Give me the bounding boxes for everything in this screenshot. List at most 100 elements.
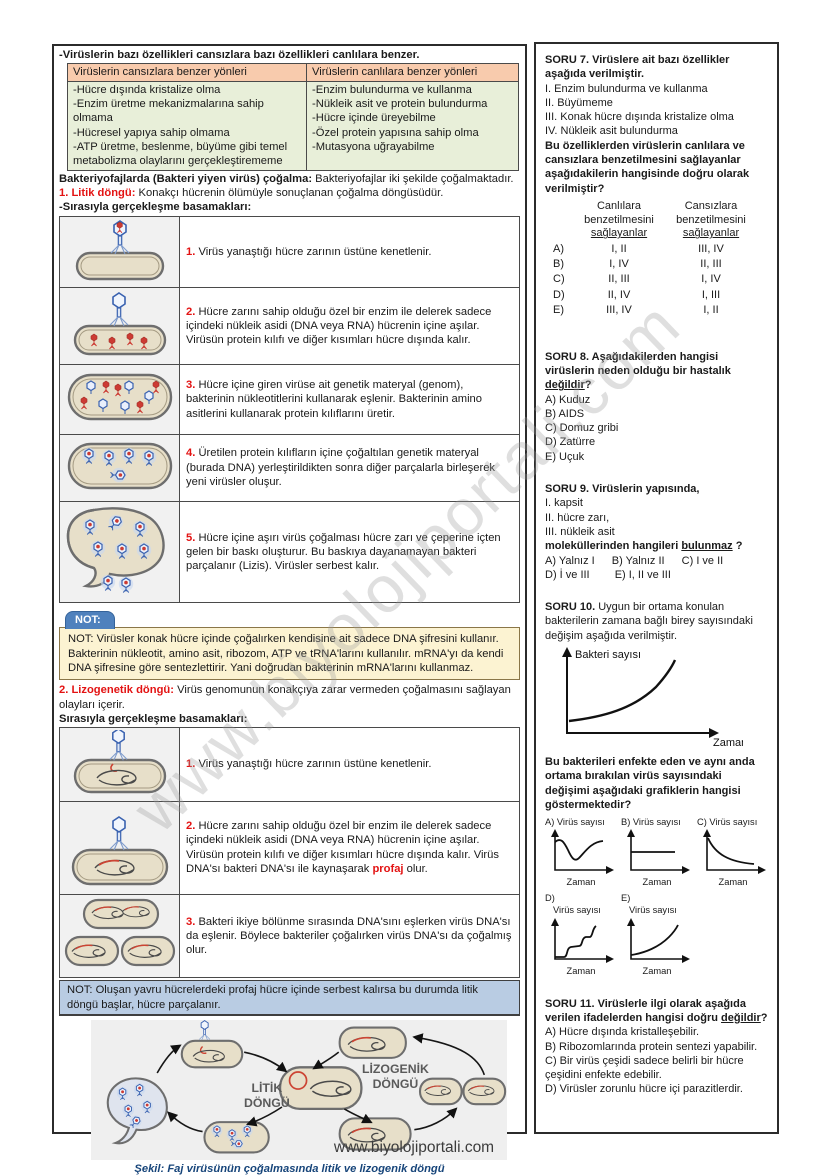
lizo-step2-text: 2. Hücre zarını sahip olduğu özel bir en… (179, 800, 520, 895)
question-11-title: SORU 11. Virüslerle ilgi olarak aşağıda … (545, 997, 768, 1024)
option: E) I, II ve III (614, 568, 671, 581)
graph-x-label: Zaman (713, 737, 743, 749)
answer-col2-header: Cansızlara benzetilmesini sağlayanlar (676, 199, 746, 240)
lizo-step3-text: 3. Bakteri ikiye bölünme sırasında DNA's… (179, 893, 520, 979)
option: A) Kuduz (545, 393, 591, 406)
comparison-cell-living: -Enzim bulundurma ve kullanma -Nükleik a… (306, 80, 519, 171)
question-10: SORU 10. Uygun bir ortama konulan bakter… (545, 600, 768, 976)
litik-step1-text: 1. Virüs yanaştığı hücre zarının üstüne … (179, 215, 520, 288)
option: C) Domuz gribi (545, 422, 619, 435)
table-row: 3. Bakteri ikiye bölünme sırasında DNA's… (59, 893, 520, 979)
list-item: II. Büyümeme (545, 96, 613, 109)
list-item: -Mutasyona uğrayabilme (312, 140, 435, 153)
litik-step2-image-cell (59, 286, 180, 366)
litik-step4-image-cell (59, 433, 180, 502)
curve-dip-recover (551, 829, 614, 875)
litik-step4-text: 4. Üretilen protein kılıfların içine çoğ… (179, 433, 520, 502)
option-graph-B: B) Virüs sayısı Zaman (621, 816, 693, 888)
curve-decay (703, 829, 766, 875)
question-9-stem: moleküllerinden hangileri bulunmaz ? (545, 540, 743, 553)
question-8-title: SORU 8. Aşağıdakilerden hangisi virüsler… (545, 350, 731, 392)
phage-attach-dna-illustration (73, 728, 166, 794)
curve-flat (627, 829, 690, 875)
bacteriophage-intro: Bakteriyofajlarda (Bakteri yiyen virüs) … (59, 172, 514, 185)
option: B) Yalnız II (611, 554, 665, 567)
list-item: -Hücresel yapıya sahip olmama (73, 126, 230, 139)
option: A) Hücre dışında kristalleşebilir. (545, 1026, 700, 1039)
comparison-header-nonliving: Virüslerin cansızlara benzer yönleri (66, 63, 308, 82)
question-10-title: SORU 10. Uygun bir ortama konulan bakter… (545, 601, 753, 642)
list-item: -Enzim üretme mekanizmalarına sahip olma… (73, 97, 264, 125)
litik-cycle-label-line1: LİTİK (252, 1080, 283, 1095)
bacteria-growth-graph: Bakteri sayısı Zaman (562, 647, 743, 749)
litik-step1-image-cell (59, 215, 180, 288)
table-row: 3. Hücre içine giren virüse ait genetik … (59, 364, 520, 435)
table-row: 1. Virüs yanaştığı hücre zarının üstüne … (59, 727, 520, 802)
list-item: IV. Nükleik asit bulundurma (545, 125, 678, 138)
option: B) AIDS (545, 407, 585, 420)
question-9-title: SORU 9. Virüslerin yapısında, (545, 483, 700, 496)
site-footer: www.biyolojiportali.com (333, 1139, 495, 1156)
cell-division-illustration (64, 898, 175, 967)
answer-col1-header: Canlılara benzetilmesini sağlayanlar (584, 199, 654, 240)
options-row: A) Yalnız I B) Yalnız II C) I ve II (545, 554, 768, 568)
question-8: SORU 8. Aşağıdakilerden hangisi virüsler… (545, 350, 768, 464)
question-9: SORU 9. Virüslerin yapısında, I. kapsit … (545, 482, 768, 582)
table-row: 2. Hücre zarını sahip olduğu özel bir en… (59, 800, 520, 895)
litik-lizogenik-cycle-figure: LİTİK DÖNGÜ LİZOGENİK DÖNGÜ (106, 1020, 507, 1154)
lizogenik-cycle-label-line2: DÖNGÜ (373, 1076, 419, 1091)
option: D) İ ve III (545, 568, 590, 581)
options-graph-row-1: A) Virüs sayısı Zaman B) Virüs sayısı (545, 816, 768, 888)
table-row: 4. Üretilen protein kılıfların içine çoğ… (59, 433, 520, 502)
question-10-stem: Bu bakterileri enfekte eden ve aynı anda… (545, 756, 755, 811)
litik-step5-image-cell (59, 500, 180, 604)
option-graph-E: E)Virüs sayısı Zaman (621, 892, 693, 976)
prophage-integration-illustration (71, 815, 168, 885)
table-row: E) III, IV I, II (553, 303, 719, 316)
option: C) Bir virüs çeşidi sadece belirli bir h… (545, 1054, 744, 1082)
list-item: -Hücre içinde üreyebilme (312, 112, 436, 125)
litik-steps-label: -Sırasıyla gerçekleşme basamakları: (59, 201, 252, 214)
table-row: C) II, III I, IV (553, 273, 721, 286)
litik-title-line: 1. Litik döngü: Konakçı hücrenin ölümüyl… (59, 186, 444, 199)
curve-steps (551, 917, 614, 963)
options-graph-row-2: D)Virüs sayısı Zaman E)Virüs sayısı Za (545, 892, 768, 976)
table-row: 2. Hücre zarını sahip olduğu özel bir en… (59, 286, 520, 366)
list-item: I. kapsit (545, 497, 583, 510)
option: C) I ve II (681, 554, 724, 567)
option-graph-C: C) Virüs sayısı Zaman (697, 816, 769, 888)
table-row: D) II, IV I, III (553, 288, 721, 301)
list-item: III. Konak hücre dışında kristalize olma (545, 111, 734, 124)
litik-step3-text: 3. Hücre içine giren virüse ait genetik … (179, 364, 520, 435)
list-item: -Enzim bulundurma ve kullanma (312, 83, 472, 96)
option: B) Ribozomlarında protein sentezi yapabi… (545, 1040, 758, 1053)
question-7: SORU 7. Virüslere ait bazı özellikler aş… (545, 53, 768, 318)
lizogenetik-title-line: 2. Lizogenetik döngü: Virüs genomunun ko… (59, 684, 511, 711)
virus-comparison-table: Virüslerin cansızlara benzer yönleri Vir… (66, 63, 519, 171)
list-item: II. hücre zarı, (545, 511, 610, 524)
cycle-diagram: LİTİK DÖNGÜ LİZOGENİK DÖNGÜ (91, 1019, 507, 1160)
litik-steps-table: 1. Virüs yanaştığı hücre zarının üstüne … (59, 215, 520, 604)
litik-cycle-label-line2: DÖNGÜ (244, 1095, 290, 1110)
option-graph-A: A) Virüs sayısı Zaman (545, 816, 617, 888)
table-row: A) I, II III, IV (553, 242, 724, 255)
option-graph-D: D)Virüs sayısı Zaman (545, 892, 617, 976)
litik-step5-text: 5. Hücre içine aşırı virüs çoğalması hüc… (179, 500, 520, 604)
note-tab: NOT: (65, 611, 115, 630)
litik-step3-image-cell (59, 364, 180, 435)
question-7-title: SORU 7. Virüslere ait bazı özellikler aş… (545, 54, 730, 81)
note-box-blue: NOT: Oluşan yavru hücrelerdeki profaj hü… (59, 980, 520, 1016)
option: A) Yalnız I (545, 554, 595, 567)
question-11: SORU 11. Virüslerle ilgi olarak aşağıda … (545, 997, 768, 1097)
lizo-step3-image-cell (59, 893, 180, 979)
options-row: D) İ ve III E) I, II ve III (545, 568, 768, 582)
phage-attach-illustration (75, 219, 164, 280)
table-row: 5. Hücre içine aşırı virüs çoğalması hüc… (59, 500, 520, 604)
virus-assembly-illustration (67, 442, 172, 489)
comparison-cell-nonliving: -Hücre dışında kristalize olma -Enzim ür… (66, 80, 308, 171)
lizo-step1-image-cell (59, 727, 180, 802)
lizogenik-cycle-label-line1: LİZOGENİK (362, 1061, 429, 1076)
question-7-answer-table: Canlılara benzetilmesini sağlayanlar Can… (547, 200, 757, 318)
lizo-step2-image-cell (59, 800, 180, 895)
